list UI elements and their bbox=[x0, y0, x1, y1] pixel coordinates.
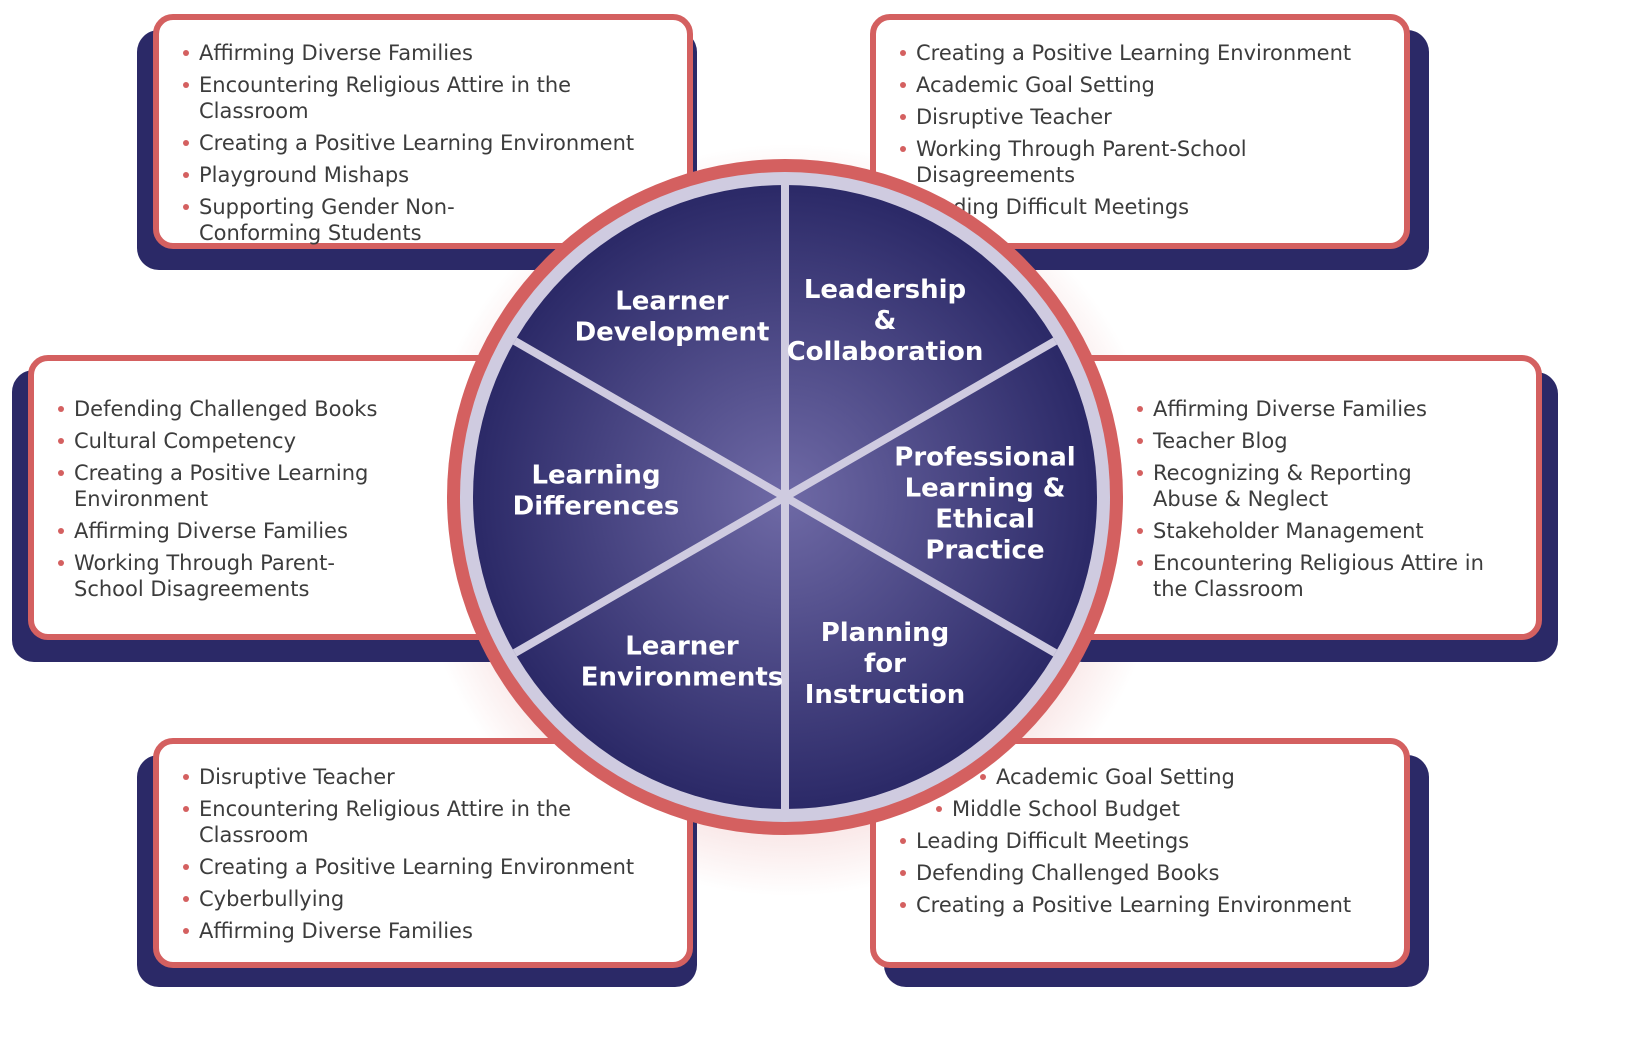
list-item: Middle School Budget bbox=[936, 796, 1380, 822]
card-mid-left: Defending Challenged Books Cultural Comp… bbox=[28, 355, 518, 640]
list-item: Disruptive Teacher bbox=[900, 104, 1380, 130]
list-item: Disruptive Teacher bbox=[183, 764, 663, 790]
list-item: Encountering Religious Attire in the Cla… bbox=[183, 796, 663, 848]
list-item: Playground Mishaps bbox=[183, 162, 663, 188]
wheel-dividers bbox=[512, 185, 1058, 809]
list-item: Affirming Diverse Families bbox=[1137, 396, 1527, 422]
list-top-left: Affirming Diverse Families Encountering … bbox=[183, 40, 663, 246]
wheel-divider bbox=[512, 337, 787, 501]
wheel-divider bbox=[783, 493, 1058, 657]
list-item: Academic Goal Setting bbox=[900, 72, 1380, 98]
list-item: Creating a Positive Learning Environment bbox=[183, 130, 663, 156]
list-bottom-right: Academic Goal Setting Middle School Budg… bbox=[900, 764, 1380, 918]
list-item: Cyberbullying bbox=[183, 886, 663, 912]
list-item: Leading Difficult Meetings bbox=[900, 828, 1380, 854]
list-top-right: Creating a Positive Learning Environment… bbox=[900, 40, 1380, 220]
list-item: Affirming Diverse Families bbox=[183, 40, 663, 66]
list-item: Affirming Diverse Families bbox=[183, 918, 663, 944]
list-item: Affirming Diverse Families bbox=[58, 518, 388, 544]
list-item: Academic Goal Setting bbox=[980, 764, 1380, 790]
list-item: Working Through Parent-School Disagreeme… bbox=[58, 550, 388, 602]
wheel-segment-label: Leadership&Collaboration bbox=[787, 275, 984, 367]
list-item: Cultural Competency bbox=[58, 428, 388, 454]
list-item: Supporting Gender Non-Conforming Student… bbox=[183, 194, 569, 246]
list-item: Working Through Parent-School Disagreeme… bbox=[900, 136, 1380, 188]
wheel-divider bbox=[512, 493, 787, 657]
list-item: Encountering Religious Attire in the Cla… bbox=[183, 72, 663, 124]
list-item: Recognizing & Reporting Abuse & Neglect bbox=[1137, 460, 1483, 512]
list-item: Creating a Positive Learning Environment bbox=[183, 854, 663, 880]
list-item: Defending Challenged Books bbox=[900, 860, 1380, 886]
list-item: Teacher Blog bbox=[1137, 428, 1527, 454]
list-item: Creating a Positive Learning Environment bbox=[900, 892, 1380, 918]
list-item: Encountering Religious Attire in the Cla… bbox=[1137, 550, 1513, 602]
list-item: Stakeholder Management bbox=[1137, 518, 1527, 544]
card-top-left: Affirming Diverse Families Encountering … bbox=[153, 14, 693, 249]
list-item: Creating a Positive Learning Environment bbox=[58, 460, 388, 512]
card-bottom-left: Disruptive Teacher Encountering Religiou… bbox=[153, 738, 693, 968]
wheel-divider bbox=[783, 337, 1058, 501]
card-mid-right: Affirming Diverse Families Teacher Blog … bbox=[1045, 355, 1542, 640]
list-bottom-left: Disruptive Teacher Encountering Religiou… bbox=[183, 764, 663, 944]
list-mid-left: Defending Challenged Books Cultural Comp… bbox=[58, 396, 388, 602]
list-mid-right: Affirming Diverse Families Teacher Blog … bbox=[1137, 396, 1527, 602]
list-item: Defending Challenged Books bbox=[58, 396, 388, 422]
list-item: Creating a Positive Learning Environment bbox=[900, 40, 1380, 66]
card-bottom-right: Academic Goal Setting Middle School Budg… bbox=[870, 738, 1410, 968]
